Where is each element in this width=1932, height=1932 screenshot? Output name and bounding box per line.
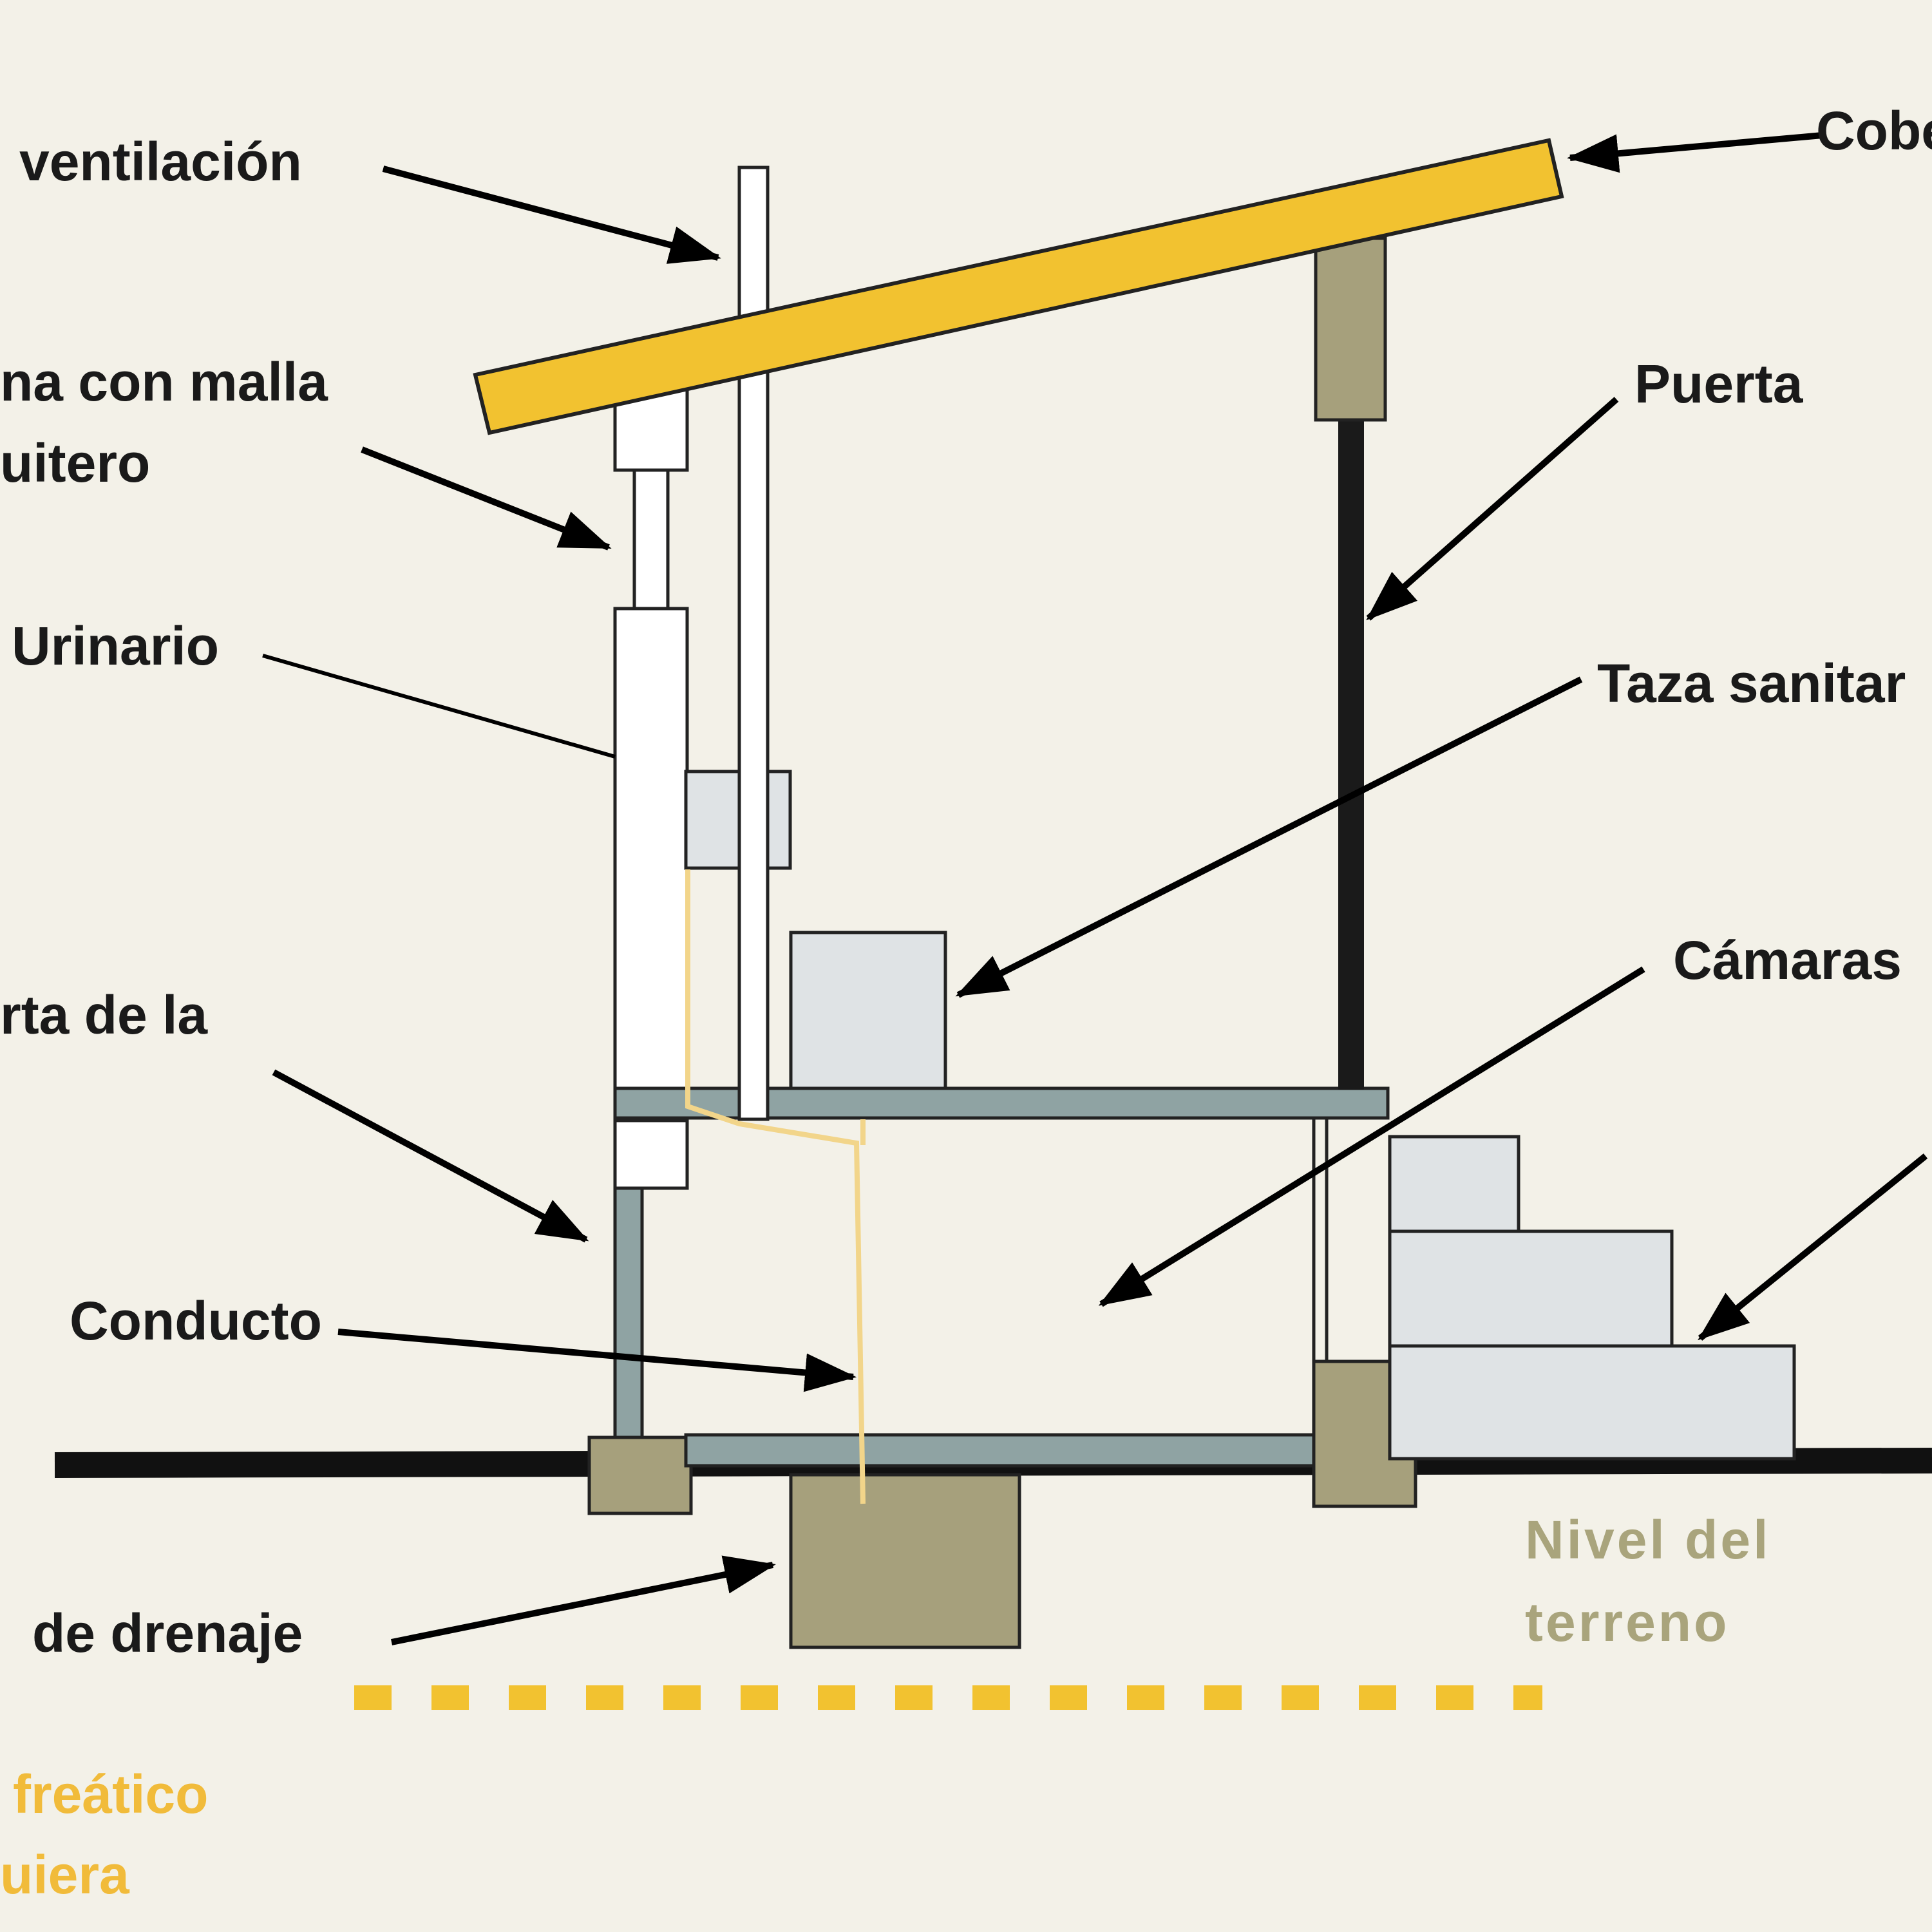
back-wall-window-gap xyxy=(632,468,670,611)
chamber-hatch xyxy=(613,1119,689,1190)
label-camaras: Cámaras xyxy=(1673,930,1902,990)
arrow-door xyxy=(1366,397,1619,621)
arrow-ventilation xyxy=(382,166,721,264)
label-nivel-terreno-line2: terreno xyxy=(1525,1592,1729,1653)
chamber-right-wall xyxy=(1312,1112,1329,1363)
label-ventilacion: ventilación xyxy=(19,131,302,192)
arrow-drainage xyxy=(391,1555,776,1645)
step-middle xyxy=(1388,1229,1674,1348)
label-cobertura: Cobe xyxy=(1816,100,1932,161)
arrow-chambers xyxy=(1098,966,1645,1307)
label-ventana-line1: na con malla xyxy=(0,352,328,412)
arrow-window xyxy=(361,446,612,551)
toilet-bowl xyxy=(789,931,947,1090)
label-freatico-line1: freático xyxy=(13,1764,208,1824)
drainage-pit xyxy=(789,1473,1021,1649)
chamber-left-wall xyxy=(613,1183,644,1439)
label-ventana-line2: uitero xyxy=(0,433,150,493)
arrow-hatch xyxy=(272,1069,589,1243)
arrow-roof xyxy=(1567,132,1823,173)
urine-conduit xyxy=(685,869,866,1504)
back-wall-lower xyxy=(613,607,689,1090)
label-urinario: Urinario xyxy=(12,616,219,676)
roof xyxy=(473,138,1564,435)
step-top xyxy=(1388,1135,1520,1233)
door xyxy=(1338,420,1364,1090)
line-urinal xyxy=(262,654,616,759)
label-conducto: Conducto xyxy=(70,1291,322,1351)
label-drenaje: de drenaje xyxy=(32,1603,303,1663)
left-foundation xyxy=(587,1435,693,1515)
label-nivel-terreno-line1: Nivel del xyxy=(1525,1510,1770,1570)
arrow-toilet xyxy=(955,676,1583,998)
label-freatico-line2: uiera xyxy=(0,1844,130,1905)
label-puerta: Puerta xyxy=(1634,354,1804,414)
bottom-slab xyxy=(684,1433,1316,1468)
label-taza-sanitaria: Taza sanitar xyxy=(1597,653,1906,714)
arrow-conduit xyxy=(337,1329,857,1392)
step-bottom xyxy=(1388,1344,1796,1461)
label-compuerta: rta de la xyxy=(0,985,208,1045)
arrow-steps xyxy=(1698,1153,1928,1341)
door-post xyxy=(1314,236,1387,422)
upper-slab xyxy=(613,1086,1390,1120)
